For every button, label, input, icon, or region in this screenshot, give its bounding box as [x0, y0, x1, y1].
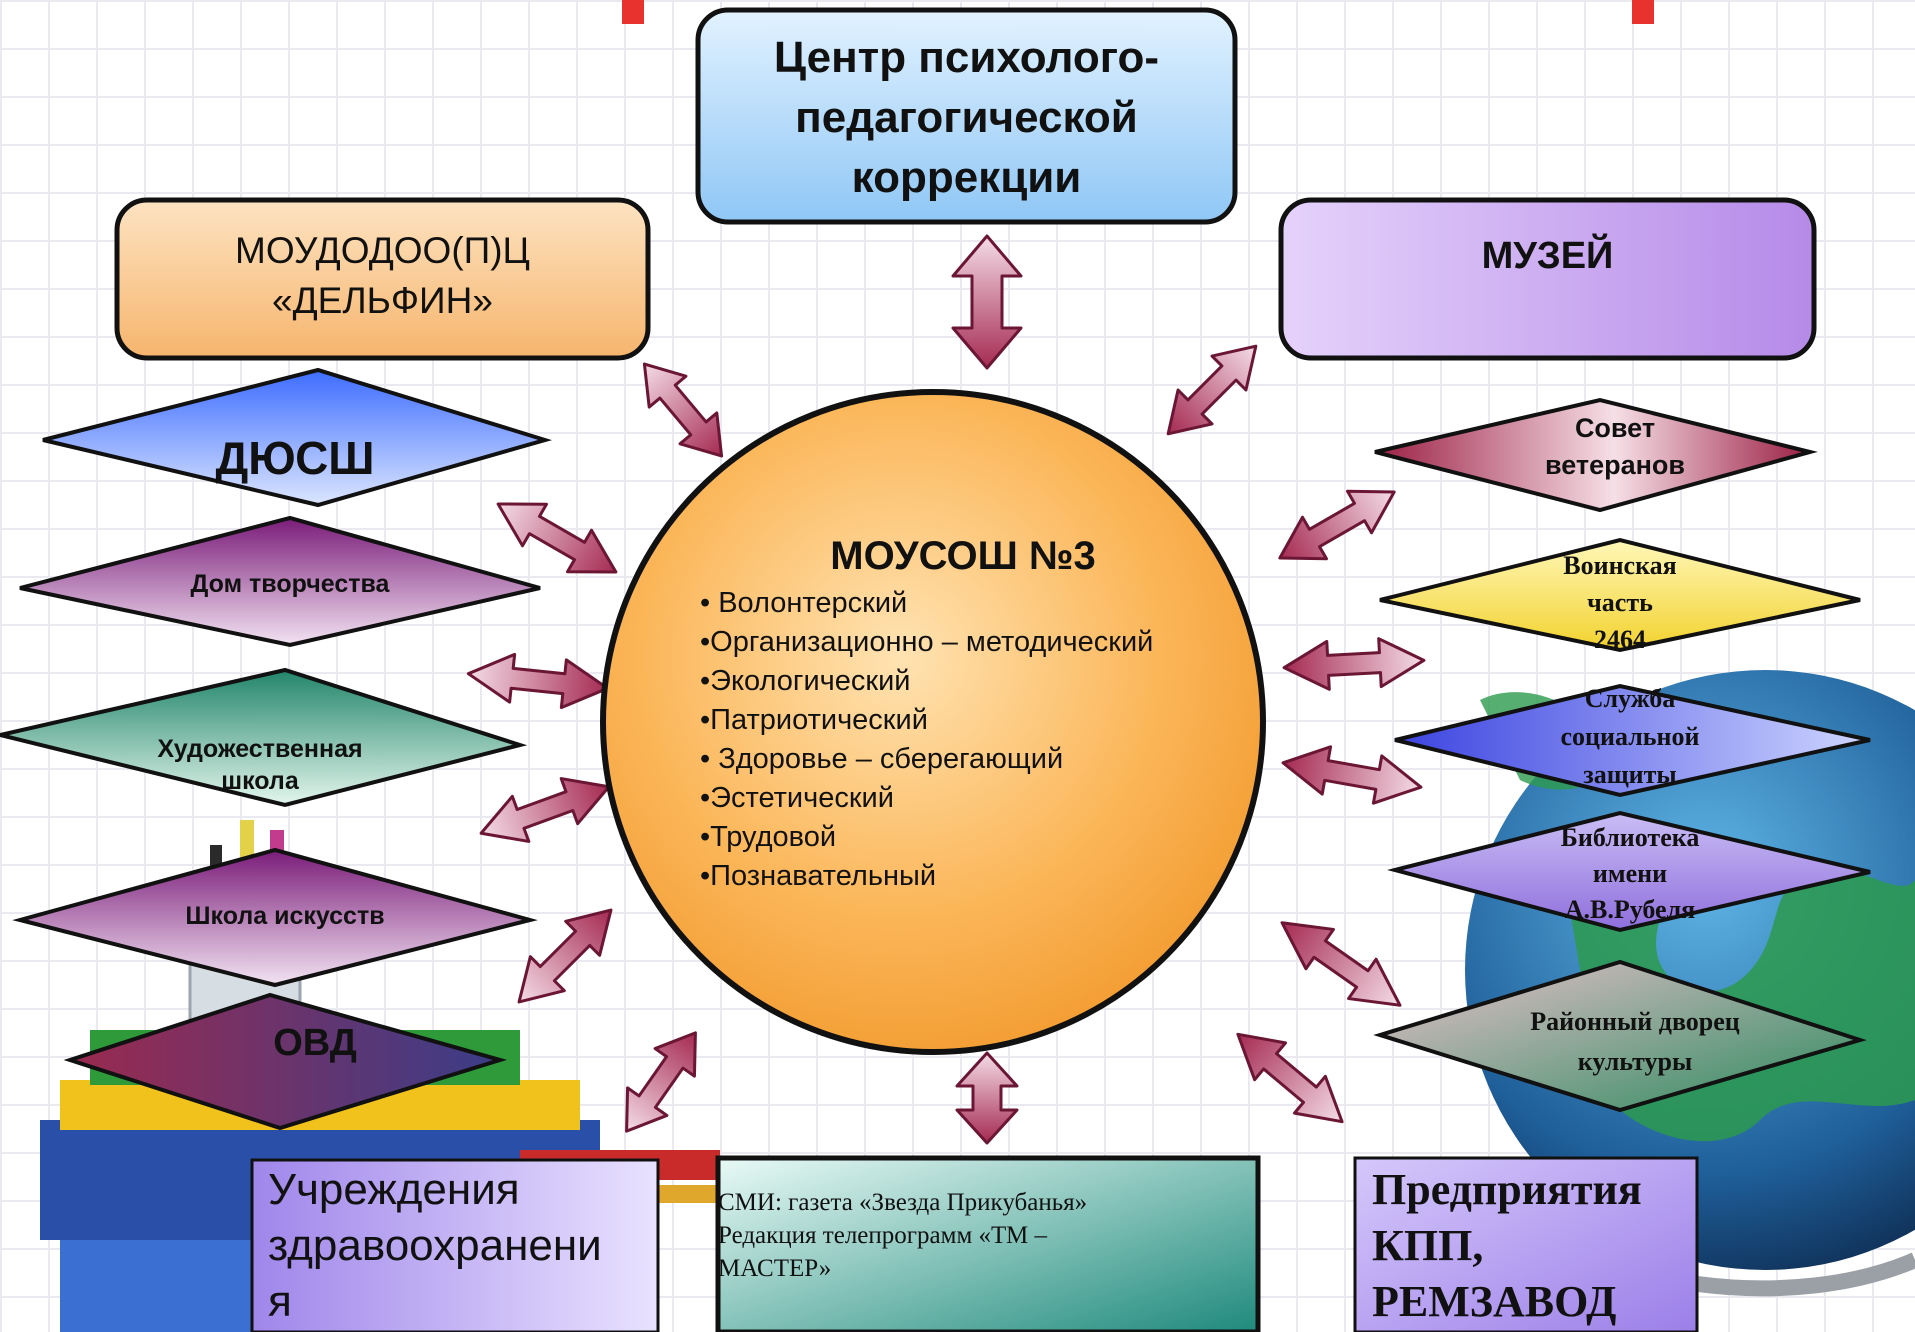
library-diamond	[1387, 810, 1871, 933]
hub-item: •Познавательный	[700, 860, 937, 892]
dom-tvorchestva-diamond	[19, 515, 541, 648]
arrow-dyussh	[496, 502, 618, 574]
social-diamond	[1394, 683, 1871, 798]
title-fragment	[622, 0, 1654, 24]
health-label: Учреждения здравоохранени я	[268, 1165, 602, 1326]
museum-box	[1278, 197, 1817, 361]
arrow-bottom	[955, 1051, 1019, 1145]
dom-tvorchestva-label: Дом творчества	[190, 570, 390, 598]
connector-arrows	[466, 234, 1426, 1145]
ovd-label: ОВД	[273, 1022, 357, 1064]
museum-label: МУЗЕЙ	[1481, 235, 1614, 277]
arrow-social	[1281, 745, 1423, 805]
delfin-label: МОУДОДОО(П)Ц «ДЕЛЬФИН»	[235, 230, 530, 321]
arrow-library	[1280, 921, 1402, 1007]
arrow-arts	[517, 908, 613, 1004]
hub-item: •Трудовой	[700, 821, 837, 853]
media-box	[715, 1155, 1261, 1332]
military-label: Воинская часть 2464	[1563, 551, 1677, 654]
enterprises-box	[1353, 1156, 1699, 1332]
arrow-museum	[1166, 344, 1258, 436]
ovd-diamond	[63, 992, 508, 1131]
hub-item: •Экологический	[700, 665, 911, 697]
delfin-box	[114, 197, 651, 361]
arrow-dom	[466, 652, 610, 710]
culture-diamond	[1373, 959, 1867, 1113]
art-school-label: Художественная школа	[157, 735, 363, 795]
arrow-art	[479, 777, 611, 843]
arrow-top	[951, 234, 1023, 370]
hub-list-container: • Волонтерский •Организационно – методич…	[700, 584, 1240, 896]
arrow-culture	[1236, 1032, 1344, 1124]
veterans-label: Совет ветеранов	[1544, 413, 1686, 480]
media-label: СМИ: газета «Звезда Прикубанья» Редакция…	[718, 1189, 1088, 1282]
hub-item: •Организационно – методический	[700, 626, 1154, 658]
center-top-label: Центр психолого- педагогической коррекци…	[773, 33, 1160, 202]
hub-item: •Патриотический	[700, 704, 928, 736]
hub-circle	[600, 389, 1266, 1055]
library-label: Библиотека имени А.В.Рубеля	[1560, 823, 1700, 924]
arrow-military	[1282, 637, 1426, 691]
dyussh-label: ДЮСШ	[215, 432, 375, 484]
hub-title: МОУСОШ №3	[830, 534, 1096, 578]
hub-list: • Волонтерский •Организационно – методич…	[700, 584, 1240, 896]
arrow-ovd	[625, 1031, 697, 1133]
military-diamond	[1379, 537, 1861, 653]
culture-label: Районный дворец культуры	[1530, 1007, 1740, 1076]
dyussh-diamond	[42, 367, 553, 508]
art-school-diamond	[0, 667, 528, 808]
health-box	[250, 1158, 660, 1332]
arrow-delfin	[642, 362, 724, 458]
veterans-diamond	[1374, 397, 1818, 513]
hub-item: • Здоровье – сберегающий	[700, 743, 1064, 775]
social-label: Служба социальной защиты	[1560, 684, 1700, 789]
arts-school-diamond	[12, 847, 538, 988]
arrow-veterans	[1278, 489, 1396, 561]
center-top-box	[695, 7, 1238, 225]
arts-school-label: Школа искусств	[185, 902, 385, 930]
enterprises-label: Предприятия КПП, РЕМЗАВОД	[1372, 1165, 1642, 1326]
hub-item: • Волонтерский	[700, 587, 908, 619]
hub-item: •Эстетический	[700, 782, 894, 814]
